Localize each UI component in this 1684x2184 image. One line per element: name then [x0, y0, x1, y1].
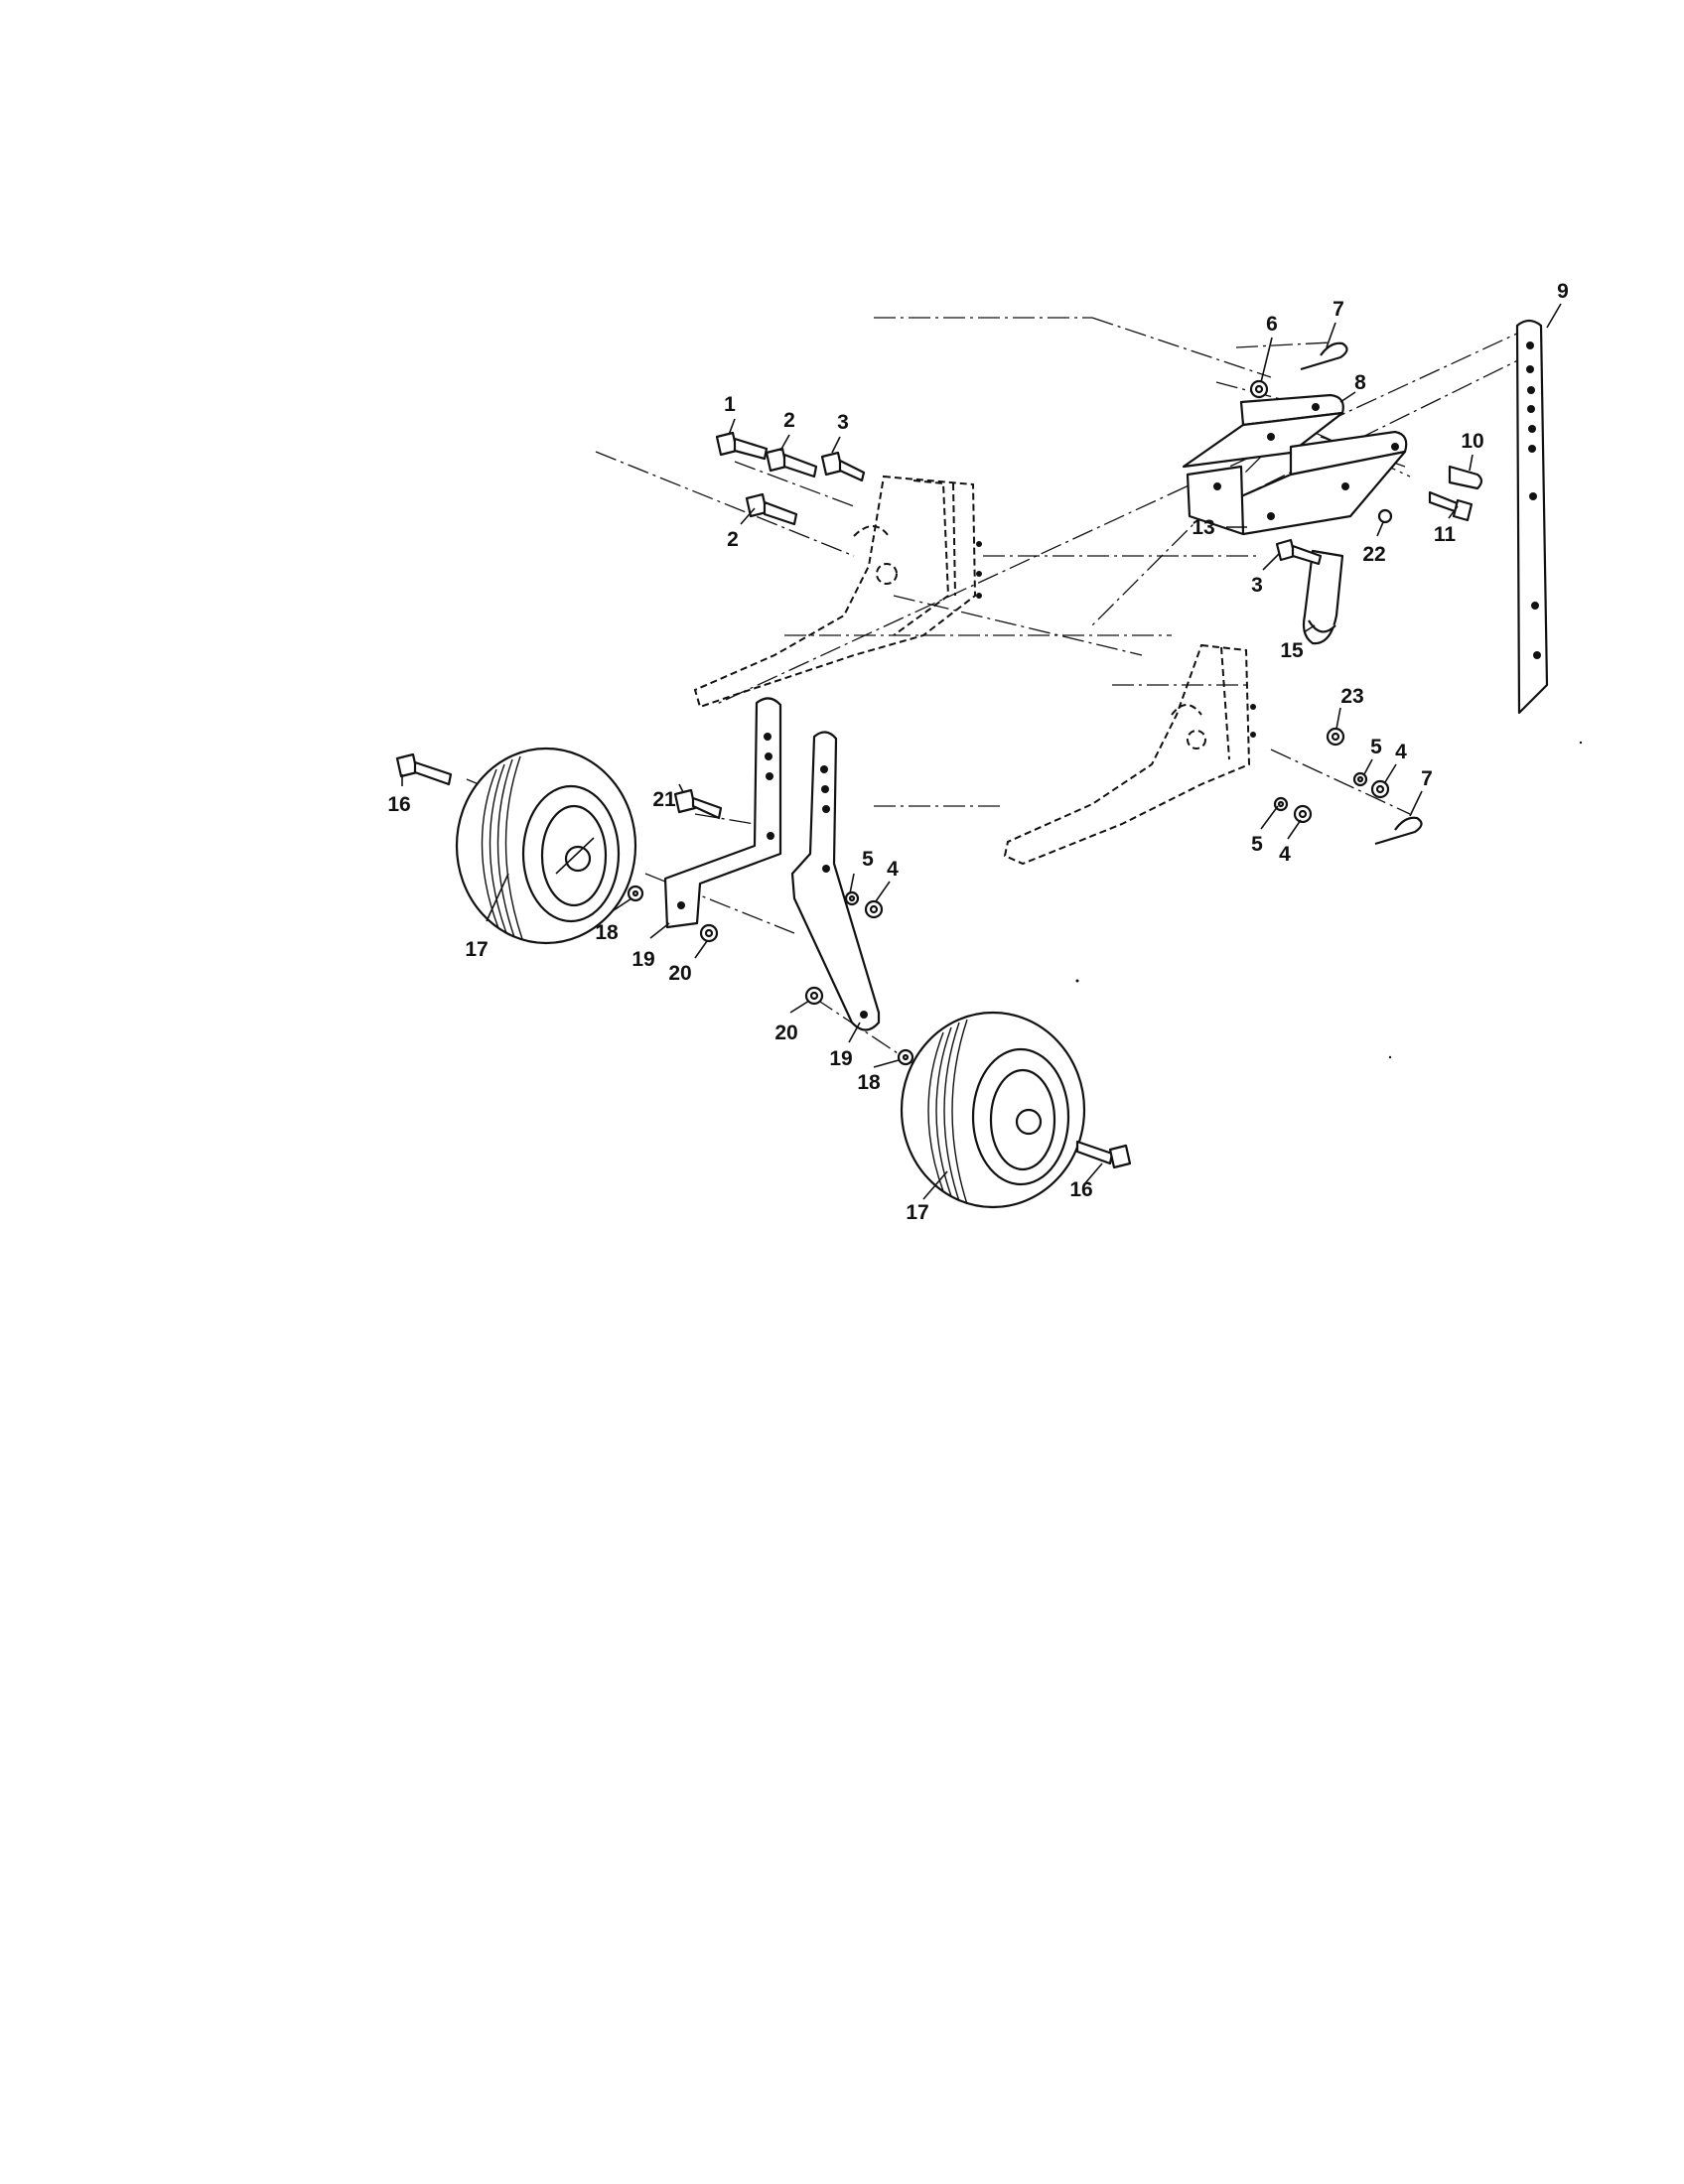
callout-8: 8	[1354, 371, 1366, 394]
pin-10	[1448, 465, 1483, 490]
callout-2: 2	[783, 409, 795, 432]
callout-21: 21	[652, 788, 676, 811]
callout-4: 4	[1279, 843, 1291, 866]
callout-9: 9	[1557, 280, 1569, 303]
callout-22: 22	[1362, 543, 1385, 566]
callout-6: 6	[1266, 313, 1278, 336]
scan-speck	[1388, 1055, 1392, 1059]
wheel-bracket-19-left	[663, 697, 782, 929]
callout-19: 19	[632, 948, 654, 971]
callout-7: 7	[1333, 298, 1344, 321]
callout-18: 18	[595, 921, 619, 944]
bolt-3-right	[1275, 538, 1323, 566]
depth-bar-9	[1515, 319, 1549, 715]
bolt-2-top	[765, 447, 818, 478]
callout-16: 16	[1069, 1178, 1092, 1201]
callout-2: 2	[727, 528, 739, 551]
bolt-1	[715, 431, 769, 461]
callout-5: 5	[862, 848, 874, 871]
hairpin-clip-7-bottom	[1374, 816, 1423, 846]
callout-labels: 1 2 2 3 3 4 4 4 5 5 5 6 7 7 8 9 10 11 13…	[387, 280, 1569, 1224]
callout-5: 5	[1370, 736, 1382, 758]
callout-19: 19	[829, 1047, 852, 1070]
scan-speck	[1579, 741, 1583, 745]
right-frame-bracket	[1003, 643, 1256, 866]
bolt-16-left	[395, 752, 453, 786]
callout-1: 1	[724, 393, 736, 416]
callout-11: 11	[1434, 523, 1457, 546]
callout-18: 18	[857, 1071, 881, 1094]
hitch-plate-8	[1182, 393, 1344, 469]
hairpin-clip-7-top	[1300, 341, 1348, 371]
scan-speck	[1075, 979, 1079, 983]
callout-20: 20	[774, 1022, 797, 1044]
bolt-21	[673, 788, 723, 820]
callout-3: 3	[837, 411, 849, 434]
bolt-3-left	[820, 451, 866, 482]
callout-10: 10	[1461, 430, 1483, 453]
callout-3: 3	[1251, 574, 1263, 597]
wheel-17-left	[455, 747, 637, 945]
callout-4: 4	[1395, 741, 1407, 763]
callout-7: 7	[1421, 767, 1433, 790]
left-frame-bracket	[693, 475, 982, 709]
nuts-and-washers	[627, 379, 1393, 1066]
callout-15: 15	[1280, 639, 1304, 662]
wheel-17-right	[900, 1011, 1086, 1209]
callout-4: 4	[887, 858, 899, 881]
bolt-16-right	[1075, 1140, 1132, 1169]
wheel-bracket-19-right	[790, 731, 881, 1031]
callout-5: 5	[1251, 833, 1263, 856]
callout-23: 23	[1340, 685, 1363, 708]
leader-lines	[401, 303, 1562, 1200]
callout-16: 16	[387, 793, 410, 816]
callout-13: 13	[1192, 516, 1214, 539]
callout-17: 17	[906, 1201, 928, 1224]
hook-15	[1302, 549, 1344, 645]
callout-20: 20	[668, 962, 691, 985]
callout-17: 17	[465, 938, 488, 961]
hitch-plate-13	[1186, 430, 1408, 536]
